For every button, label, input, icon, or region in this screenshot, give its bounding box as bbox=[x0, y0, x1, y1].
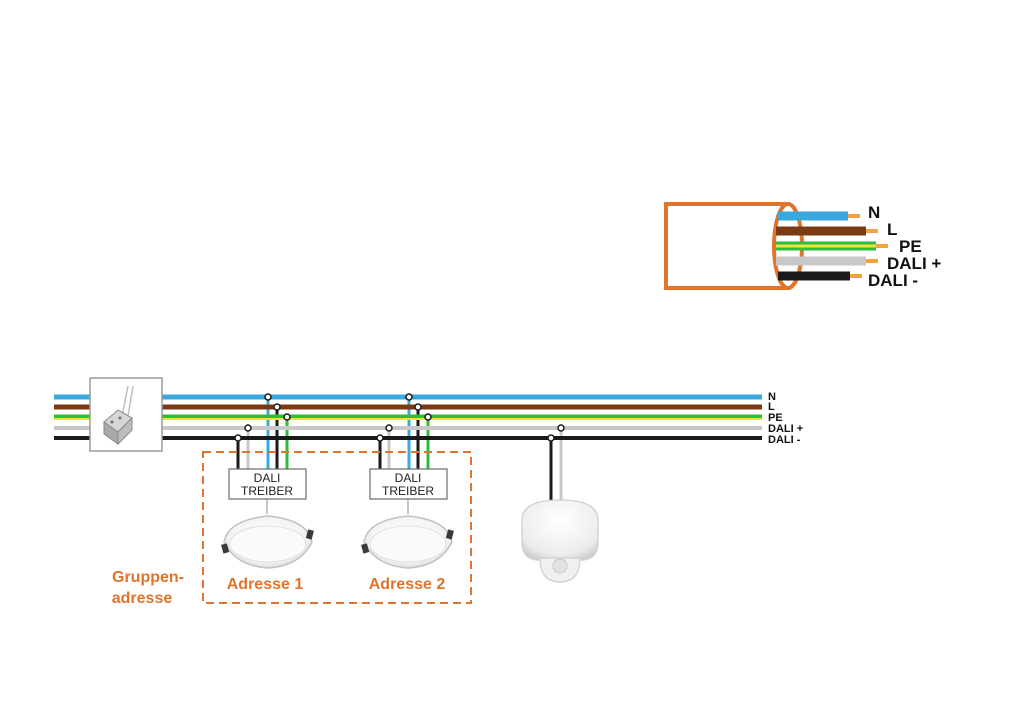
junction-dot bbox=[424, 413, 432, 421]
group-label-line2: adresse bbox=[112, 590, 173, 607]
driver-1: DALI TREIBER bbox=[228, 468, 307, 500]
downlight-icon bbox=[221, 515, 314, 569]
junction-dot bbox=[273, 403, 281, 411]
junction-dot bbox=[283, 413, 291, 421]
group-frame bbox=[202, 451, 472, 604]
lamp-2-address: Adresse 2 bbox=[369, 576, 446, 593]
driver-1-line1: DALI bbox=[254, 471, 281, 485]
cable-jacket bbox=[664, 202, 790, 290]
junction-dot bbox=[264, 393, 272, 401]
lamp-1-address: Adresse 1 bbox=[227, 576, 304, 593]
junction-dot bbox=[547, 434, 555, 442]
dali-controller-icon bbox=[89, 377, 163, 452]
bus-label-dali-plus: DALI + bbox=[768, 423, 803, 435]
junction-dot bbox=[405, 393, 413, 401]
cable-label-l: L bbox=[887, 220, 897, 239]
junction-dot bbox=[234, 434, 242, 442]
junction-dot bbox=[376, 434, 384, 442]
driver-2-line2: TREIBER bbox=[382, 484, 434, 498]
cable-label-n: N bbox=[868, 203, 880, 222]
junction-dot bbox=[385, 424, 393, 432]
bus-label-dali-minus: DALI - bbox=[768, 434, 801, 446]
bus-label-pe: PE bbox=[768, 412, 783, 424]
driver-2: DALI TREIBER bbox=[369, 468, 448, 500]
cable-label-dali-minus: DALI - bbox=[868, 271, 918, 290]
junction-dot bbox=[557, 424, 565, 432]
cable-label-dali-plus: DALI + bbox=[887, 254, 941, 273]
motion-sensor-icon bbox=[521, 499, 599, 583]
downlight-icon bbox=[361, 515, 454, 569]
driver-1-line2: TREIBER bbox=[241, 484, 293, 498]
group-label-line1: Gruppen- bbox=[112, 569, 184, 586]
junction-dot bbox=[244, 424, 252, 432]
cable-label-pe: PE bbox=[899, 237, 922, 256]
main-bus: N L PE DALI + DALI - bbox=[54, 391, 803, 446]
bus-label-l: L bbox=[768, 401, 775, 413]
junction-dot bbox=[414, 403, 422, 411]
cable-cross-section: N L PE DALI + DALI - bbox=[664, 202, 941, 290]
driver-2-line1: DALI bbox=[395, 471, 422, 485]
junction-dots bbox=[234, 393, 565, 442]
bus-label-n: N bbox=[768, 391, 776, 403]
